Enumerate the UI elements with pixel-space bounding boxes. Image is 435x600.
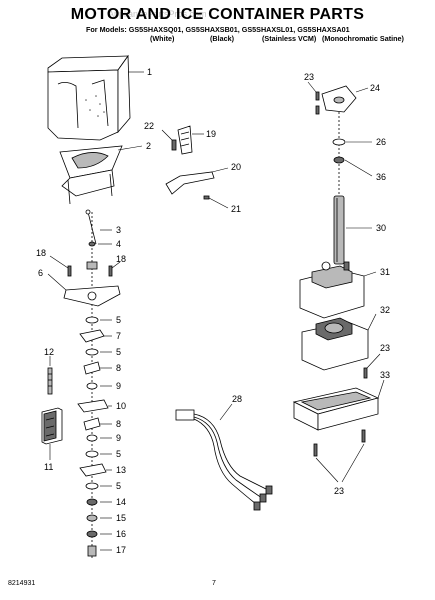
callout-31: 31	[380, 267, 390, 277]
blade-part-13	[79, 463, 107, 477]
washer-part-26	[332, 138, 346, 146]
washer-part-16	[86, 530, 98, 538]
spacer-part-9a	[86, 382, 98, 390]
ice-container-part	[47, 54, 131, 141]
bracket-part	[177, 125, 193, 155]
finish-white: (White)	[150, 34, 175, 43]
mount-plate-part-24	[321, 85, 357, 113]
callout-5b: 5	[116, 347, 121, 357]
callout-24: 24	[370, 83, 380, 93]
screw-23b-part	[315, 105, 320, 115]
finish-monochromatic: (Monochromatic Satine)	[322, 34, 404, 43]
callout-11: 11	[44, 462, 53, 472]
callout-23c: 23	[334, 486, 344, 496]
bearing-part-11	[41, 407, 63, 445]
callout-23a: 23	[304, 72, 314, 82]
models-line: For Models: GS5SHAXSQ01, GS5SHAXSB01, GS…	[86, 25, 350, 34]
lever-part	[165, 171, 215, 195]
finish-stainless: (Stainless VCM)	[262, 34, 317, 43]
callout-10: 10	[116, 401, 126, 411]
plate-part-6	[63, 285, 121, 307]
wire-harness-part-28	[175, 409, 273, 511]
callout-22: 22	[144, 121, 154, 131]
washer-5d-part	[85, 482, 99, 490]
finish-black: (Black)	[210, 34, 234, 43]
screw-21-part	[203, 195, 210, 200]
screw-18b-part	[108, 265, 113, 277]
callout-32: 32	[380, 305, 390, 315]
blade-part-8a	[83, 361, 101, 375]
page-title: MOTOR AND ICE CONTAINER PARTS	[70, 6, 365, 23]
callout-16: 16	[116, 529, 126, 539]
callout-15: 15	[116, 513, 126, 523]
callout-17: 17	[116, 545, 126, 555]
screw-22-part	[171, 139, 177, 151]
screw-part-17	[87, 545, 97, 557]
callout-36: 36	[376, 172, 386, 182]
callout-9a: 9	[116, 381, 121, 391]
callout-5c: 5	[116, 449, 121, 459]
gear-housing-part-31	[299, 261, 365, 319]
callout-18a: 18	[36, 248, 46, 258]
shaft-part-3	[85, 209, 97, 245]
screw-23d-part	[313, 443, 318, 457]
clip-part-4	[88, 241, 96, 247]
callout-26: 26	[376, 137, 386, 147]
washer-5b-part	[85, 348, 99, 356]
callout-8a: 8	[116, 363, 121, 373]
callout-19: 19	[206, 129, 216, 139]
motor-part-32	[301, 317, 369, 371]
callout-28: 28	[232, 394, 242, 404]
screw-23a-part	[315, 91, 320, 101]
nut-part	[86, 261, 98, 270]
auger-tray-part	[59, 145, 123, 205]
washer-5c-part	[85, 450, 99, 458]
callout-5a: 5	[116, 315, 121, 325]
pin-part-12	[47, 367, 53, 395]
callout-3: 3	[116, 225, 121, 235]
callout-6: 6	[38, 268, 43, 278]
callout-12: 12	[44, 347, 54, 357]
shaft-part-30	[333, 195, 345, 265]
callout-13: 13	[116, 465, 126, 475]
blade-part-7	[79, 329, 105, 343]
cover-plate-part-33	[292, 387, 380, 431]
callout-4: 4	[116, 239, 121, 249]
screw-18a-part	[67, 265, 72, 277]
washer-part-15	[86, 514, 98, 522]
spacer-part-9b	[86, 434, 98, 442]
clip-part-36	[333, 156, 345, 164]
screw-23e-part	[361, 429, 366, 443]
callout-7: 7	[116, 331, 121, 341]
callout-23b: 23	[380, 343, 390, 353]
callout-9b: 9	[116, 433, 121, 443]
callout-20: 20	[231, 162, 241, 172]
callout-18b: 18	[116, 254, 126, 264]
callout-14: 14	[116, 497, 126, 507]
callout-21: 21	[231, 204, 241, 214]
callout-30: 30	[376, 223, 386, 233]
blade-part-10	[77, 399, 109, 413]
callout-5d: 5	[116, 481, 121, 491]
callout-8b: 8	[116, 419, 121, 429]
doc-number: 8214931	[8, 580, 36, 587]
screw-23c-part	[363, 367, 368, 379]
page-number: 7	[212, 580, 216, 587]
blade-part-8b	[83, 417, 101, 431]
callout-33: 33	[380, 370, 390, 380]
washer-part-14	[86, 498, 98, 506]
washer-5a-part	[85, 316, 99, 324]
watermark: AppliancePartsPros.com	[108, 9, 207, 19]
callout-2: 2	[146, 141, 151, 151]
callout-1: 1	[147, 67, 152, 77]
